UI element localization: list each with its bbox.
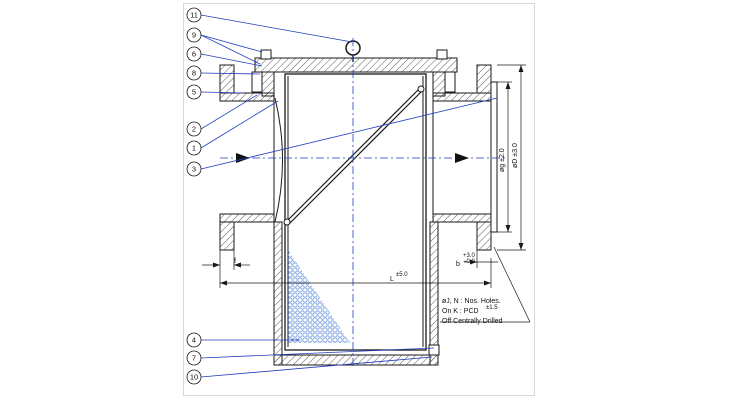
pot-wall-right <box>429 221 439 366</box>
svg-text:11: 11 <box>190 11 198 20</box>
svg-text:3: 3 <box>192 165 196 174</box>
dimension-arrows <box>213 65 524 286</box>
balloon-8: 8 <box>186 65 202 81</box>
balloon-4: 4 <box>186 332 202 348</box>
pot-bottom <box>273 354 439 366</box>
note-line-2-tol: ±1.5 <box>486 305 498 311</box>
flow-arrows <box>236 153 469 163</box>
drain-plug <box>428 344 440 356</box>
balloon-2: 2 <box>186 121 202 137</box>
pot-wall-left <box>273 221 283 366</box>
balloon-5: 5 <box>186 84 202 100</box>
note-line-2: On K : PCD <box>442 308 479 315</box>
cover-stud-right <box>436 49 448 60</box>
dim-b: b <box>456 261 460 268</box>
balloon-6: 6 <box>186 46 202 62</box>
strainer-body <box>219 40 498 366</box>
svg-text:9: 9 <box>192 31 196 40</box>
inlet-flange-top <box>219 64 235 94</box>
perforated-screen <box>288 250 350 343</box>
dimension-lines <box>202 64 531 323</box>
svg-text:10: 10 <box>190 373 198 382</box>
svg-text:5: 5 <box>192 88 196 97</box>
center-lines <box>220 38 505 368</box>
balloon-9: 9 <box>186 27 202 43</box>
leader-lines <box>200 14 498 378</box>
svg-text:7: 7 <box>192 354 196 363</box>
svg-text:4: 4 <box>192 336 196 345</box>
basket-inlet-curve <box>274 97 283 223</box>
note-line-3: Off Centrally Drilled <box>442 318 503 325</box>
dim-L: L <box>390 276 394 283</box>
outlet-flange-top <box>476 64 492 94</box>
balloon-7: 7 <box>186 350 202 366</box>
balloon-1: 1 <box>186 140 202 156</box>
outlet-flange-bottom <box>476 221 492 251</box>
note-line-1: øJ, N : Nos. Holes. <box>442 298 501 305</box>
dim-f: f <box>234 258 236 265</box>
svg-text:6: 6 <box>192 50 196 59</box>
svg-text:1: 1 <box>192 144 196 153</box>
dim-b-tol-top: +3.0 <box>463 253 476 259</box>
svg-text:2: 2 <box>192 125 196 134</box>
dim-g: øg ±2.0 <box>499 148 506 172</box>
drawing-frame <box>183 3 535 396</box>
dim-D: øD ±3.0 <box>512 143 519 168</box>
cover-stud-left <box>260 49 272 60</box>
strainer-basket <box>284 73 427 351</box>
dim-L-tol: ±5.0 <box>396 272 408 278</box>
svg-text:8: 8 <box>192 69 196 78</box>
inlet-flow-arrow <box>236 153 250 163</box>
balloon-3: 3 <box>186 161 202 177</box>
dim-b-tol-bottom: −0.0 <box>463 259 476 265</box>
balloon-10: 10 <box>186 369 202 385</box>
inlet-flange-bottom <box>219 221 235 251</box>
outlet-flow-arrow <box>455 153 469 163</box>
balloon-11: 11 <box>186 7 202 23</box>
cover-plate <box>254 57 458 73</box>
